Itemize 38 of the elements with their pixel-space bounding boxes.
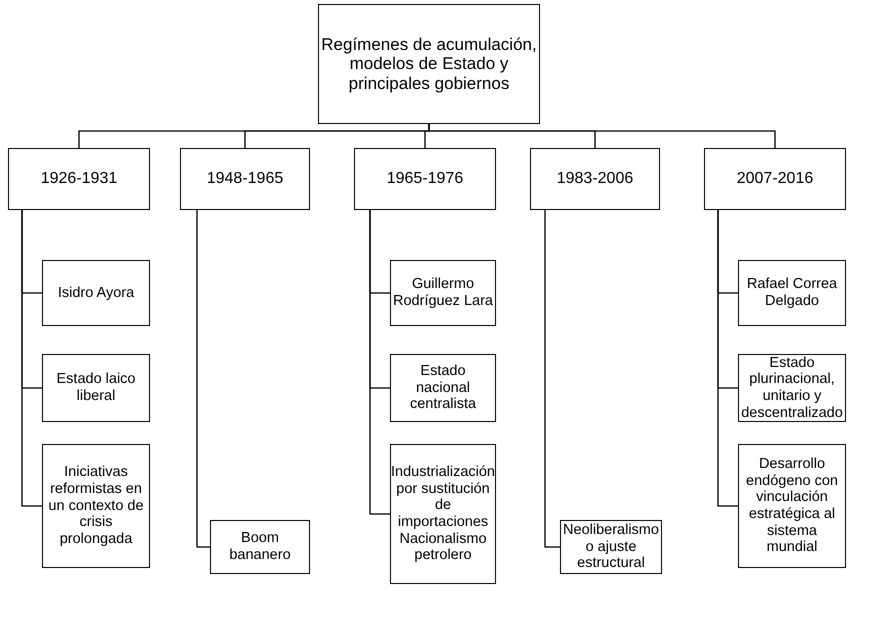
period-box [354, 148, 496, 210]
item-box [738, 260, 846, 326]
item-box [390, 444, 496, 584]
period-box [704, 148, 846, 210]
box-label: Industrialización por sustitución de importaciones Nacionalismo petrolero [391, 464, 495, 564]
box-label: 1965-1976 [386, 170, 464, 188]
connector-line [717, 210, 738, 507]
title-box [318, 4, 540, 124]
box-label: Desarrollo endógeno con vinculación estratégica al sistema mundial [745, 456, 839, 556]
item-box [42, 354, 150, 422]
box-label: Estado nacional centralista [408, 362, 478, 413]
item-box [390, 354, 496, 422]
box-label: Isidro Ayora [58, 284, 134, 302]
item-box [42, 444, 150, 568]
box-label: Regímenes de acumulación, modelos de Estado y principales gobiernos [321, 34, 537, 94]
box-label: Neoliberalismo o ajuste estructural [563, 522, 659, 572]
box-label: Estado plurinacional, unitario y descentralizado [741, 354, 843, 422]
connector-line [369, 210, 390, 515]
box-label: Estado laico liberal [56, 371, 136, 405]
connector-line [544, 210, 560, 548]
connector-line [428, 124, 776, 148]
box-label: Rafael Correa Delgado [746, 276, 838, 310]
box-label: Iniciativas reformistas en un contexto de crisis prolongada [47, 464, 145, 548]
connector-line [21, 210, 42, 507]
box-label: 1926-1931 [40, 170, 118, 188]
item-box [390, 260, 496, 326]
item-box [210, 520, 310, 574]
box-label: Guillermo Rodríguez Lara [393, 276, 493, 310]
box-label: 1948-1965 [206, 170, 284, 188]
period-box [180, 148, 310, 210]
box-label: 2007-2016 [736, 170, 814, 188]
box-label: Boom bananero [228, 530, 292, 564]
item-box [42, 260, 150, 326]
box-label: 1983-2006 [556, 170, 634, 188]
connector-line [196, 210, 210, 548]
period-box [8, 148, 150, 210]
period-box [530, 148, 660, 210]
item-box [738, 444, 846, 568]
